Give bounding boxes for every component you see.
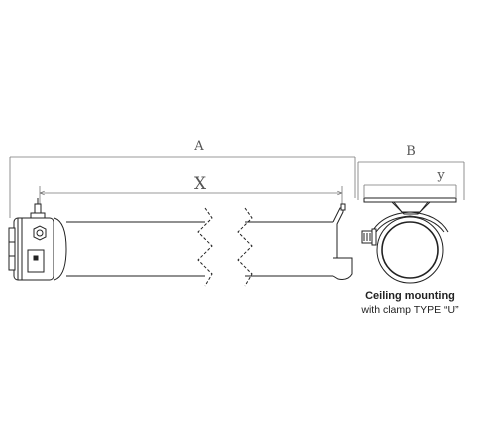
dimension-x-label: X bbox=[194, 174, 207, 194]
u-clamp bbox=[371, 211, 449, 233]
dimension-a bbox=[9, 156, 356, 218]
caption-subtitle: with clamp TYPE “U” bbox=[361, 304, 459, 316]
break-line-right bbox=[237, 207, 253, 287]
caption-title: Ceiling mounting bbox=[365, 290, 455, 302]
dimension-y bbox=[363, 184, 457, 197]
end-clip bbox=[332, 207, 353, 280]
dimension-b bbox=[357, 161, 465, 200]
clamp-cross-section bbox=[361, 197, 457, 284]
ceiling-bar bbox=[363, 197, 457, 203]
break-line-left bbox=[197, 207, 213, 287]
luminaire-side-view bbox=[8, 198, 353, 287]
dimension-x bbox=[39, 186, 343, 212]
tube-inner-ring bbox=[381, 221, 439, 279]
dimension-y-label: y bbox=[436, 168, 445, 183]
tube-left bbox=[66, 221, 205, 277]
tube-outer-ring bbox=[376, 216, 444, 284]
dimension-b-label: B bbox=[406, 144, 416, 159]
clamp-bracket bbox=[393, 201, 429, 213]
tube-right bbox=[245, 221, 333, 277]
dimension-a-label: A bbox=[193, 139, 204, 154]
hex-nut bbox=[33, 225, 47, 241]
